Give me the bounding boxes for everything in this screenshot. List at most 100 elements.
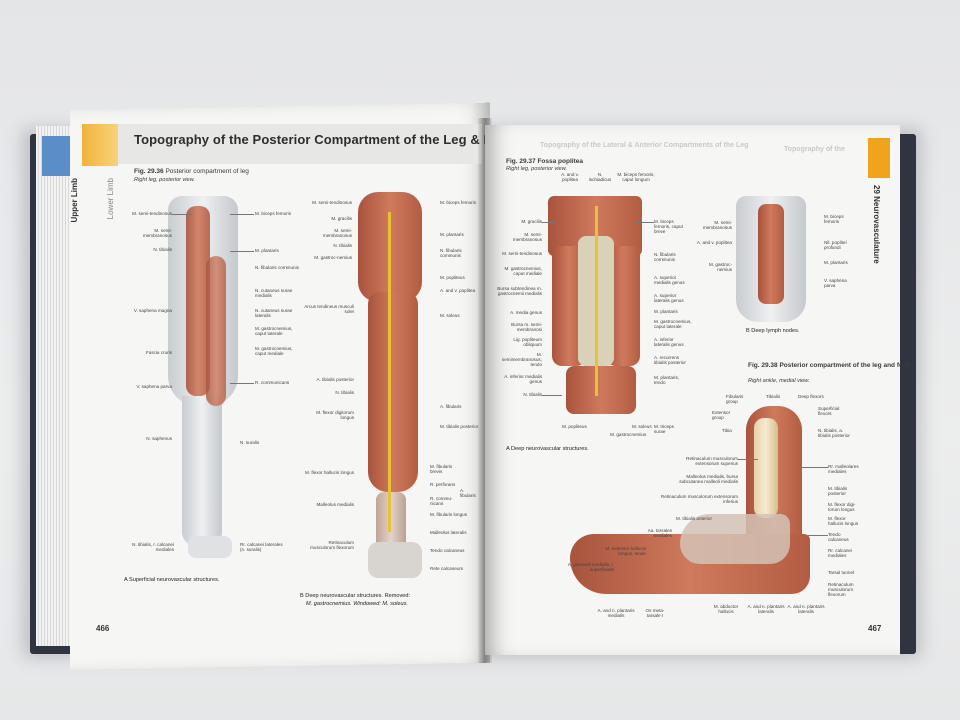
label: N. tibialis [335, 390, 354, 395]
label: M. biceps femoris, caput breve [654, 219, 683, 235]
label: Os meta-tarsale I [645, 608, 665, 619]
leader-line [636, 222, 654, 223]
label: N. tibialis [523, 392, 542, 397]
label: N. fibularis communis [255, 265, 299, 270]
label: N. cutaneus surae medialis [255, 288, 293, 299]
label: M. semi-tendinosus [502, 251, 542, 256]
label: Rr. calcanei laterales (n. suralis) [240, 542, 283, 553]
label: M. gastrocnemius, caput laterale [654, 319, 692, 330]
label: M. tibialis posterior [828, 486, 848, 497]
label: A. fibularis [460, 488, 476, 499]
label: Rete calcaneum [430, 566, 464, 571]
label: V. saphena parva [136, 384, 172, 389]
label: M. soleus [440, 313, 460, 318]
label: M. biceps femoris [824, 214, 844, 225]
label: M. biceps femoris, caput longum [617, 172, 655, 183]
figure-subtitle: Right leg, posterior view. [506, 166, 567, 172]
label: Extensor group [712, 410, 731, 421]
label: Retinaculum musculorum extensorum inferi… [660, 494, 738, 505]
leg-illustration-superficial [168, 196, 238, 566]
label: Bursa m. semi-membranosi [511, 322, 542, 333]
label: N. tibialis, a. tibialis posterior [818, 428, 850, 439]
chapter-tab-lower-limb [82, 124, 118, 166]
label: A. recurrens tibialis posterior [654, 355, 686, 366]
label: M. gracilis [521, 219, 542, 224]
label: A. media genus [510, 310, 542, 315]
label: Fascia cruris [145, 350, 172, 355]
label: Rr. malleolares mediales [828, 464, 859, 475]
label: M. flexor hallucis longus [828, 516, 859, 527]
label: M. gastrocnemius [610, 432, 647, 437]
label: A. fibularis [440, 404, 462, 409]
label: M. fibularis longus [430, 512, 468, 517]
leg-illustration-deep [358, 192, 432, 582]
leader-line [542, 395, 562, 396]
label: M. gastroc-nemius [314, 255, 352, 260]
figure-subtitle: Right ankle, medial view. [748, 378, 810, 384]
label: Retinaculum musculorum flexorum [828, 582, 854, 598]
label: M. triceps surae [654, 424, 674, 435]
leader-line [230, 214, 254, 215]
label: M. gastrocnemius, caput laterale [255, 326, 293, 337]
page-number-right: 467 [868, 624, 882, 633]
label: M. gastrocnemius, caput mediale [255, 346, 293, 357]
label: M. flexor digitorum longus [316, 410, 354, 421]
label: A. and n. plantaris medialis [597, 608, 635, 619]
label: Tendo calcaneus [430, 548, 465, 553]
side-tab-lower-limb: Lower Limb [106, 178, 115, 220]
side-tab-upper-limb: Upper Limb [70, 178, 79, 223]
foot-illustration [570, 404, 830, 614]
label: Retinaculum musculorum extensorum superi… [686, 456, 738, 467]
caption-b-line2: M. gastrocnemius. Windowed: M. soleus. [306, 601, 408, 607]
fossa-poplitea-illustration [548, 196, 642, 416]
label: Tendo calcaneus [828, 532, 849, 543]
label: Malleolus medialis, bursa subcutanea mal… [679, 474, 738, 485]
leader-line [802, 467, 828, 468]
label: Malleolus medialis [316, 502, 354, 507]
label: Nll. popliteí profundi [824, 240, 847, 251]
label: M. semi-membranosus [512, 232, 542, 243]
label: Retinaculum musculorum flexorum [310, 540, 354, 551]
label: Rr. calcanei mediales [828, 548, 853, 559]
left-page-header-bar [82, 124, 482, 164]
label: Tarsal tunnel [828, 570, 855, 575]
figure-heading-29-37: Fig. 29.37 Fossa poplitea [506, 158, 583, 165]
label: A. and v. poplitea [561, 172, 579, 183]
label: A. superior medialis genus [654, 275, 685, 286]
caption-a: A Superficial neurovascular structures. [124, 577, 220, 583]
label: M. semi-membranosus [322, 228, 352, 239]
label: M. tibialis posterior [440, 424, 479, 429]
label: M. popliteus [440, 275, 465, 280]
label: N. saphenus [146, 436, 172, 441]
label: M. semi-membranosus [142, 228, 172, 239]
page-number-left: 466 [96, 624, 110, 633]
figure-number: Fig. 29.37 [506, 158, 536, 165]
label: M. tibialis anterior [676, 516, 712, 521]
label: Fibularis group [726, 394, 744, 405]
label: A. and n. plantaris lateralis [747, 604, 785, 615]
page-title: Topography of the Posterior Compartment … [134, 132, 513, 147]
label: M. extensor hallucis longus, tendo [605, 546, 646, 557]
leader-line [802, 535, 828, 536]
label: V. saphena magna [133, 308, 172, 313]
label: N. cutaneus surae lateralis [255, 308, 293, 319]
label: M. gastrocnemius, caput mediale [504, 266, 542, 277]
label: N. suralis [240, 440, 260, 445]
figure-heading-29-36: Fig. 29.36 Posterior compartment of leg [134, 168, 249, 175]
label: M. semi-tendinosus [312, 200, 352, 205]
figure-title: Posterior compartment of the leg and foo… [779, 362, 910, 369]
label: M. semimembranosus, tendo [501, 352, 542, 368]
label: Arcus tendineus musculi solei [304, 304, 354, 315]
label: Deep flexors [798, 394, 824, 399]
label: A. and v. poplitea [440, 288, 476, 293]
leader-line [738, 459, 758, 460]
leader-line [230, 383, 254, 384]
leader-line [542, 222, 556, 223]
label: N. fibularis communis [654, 252, 676, 263]
label: M. gastroc-nemius [709, 262, 732, 273]
label: R. commu-nicans [430, 496, 453, 507]
label: M. gracilis [331, 216, 352, 221]
label: Bursa subtendinea m. gastrocnemii medial… [497, 286, 542, 297]
caption-b-line1: B Deep neurovascular structures. Removed… [300, 593, 411, 599]
label: N. tibialis [153, 247, 172, 252]
